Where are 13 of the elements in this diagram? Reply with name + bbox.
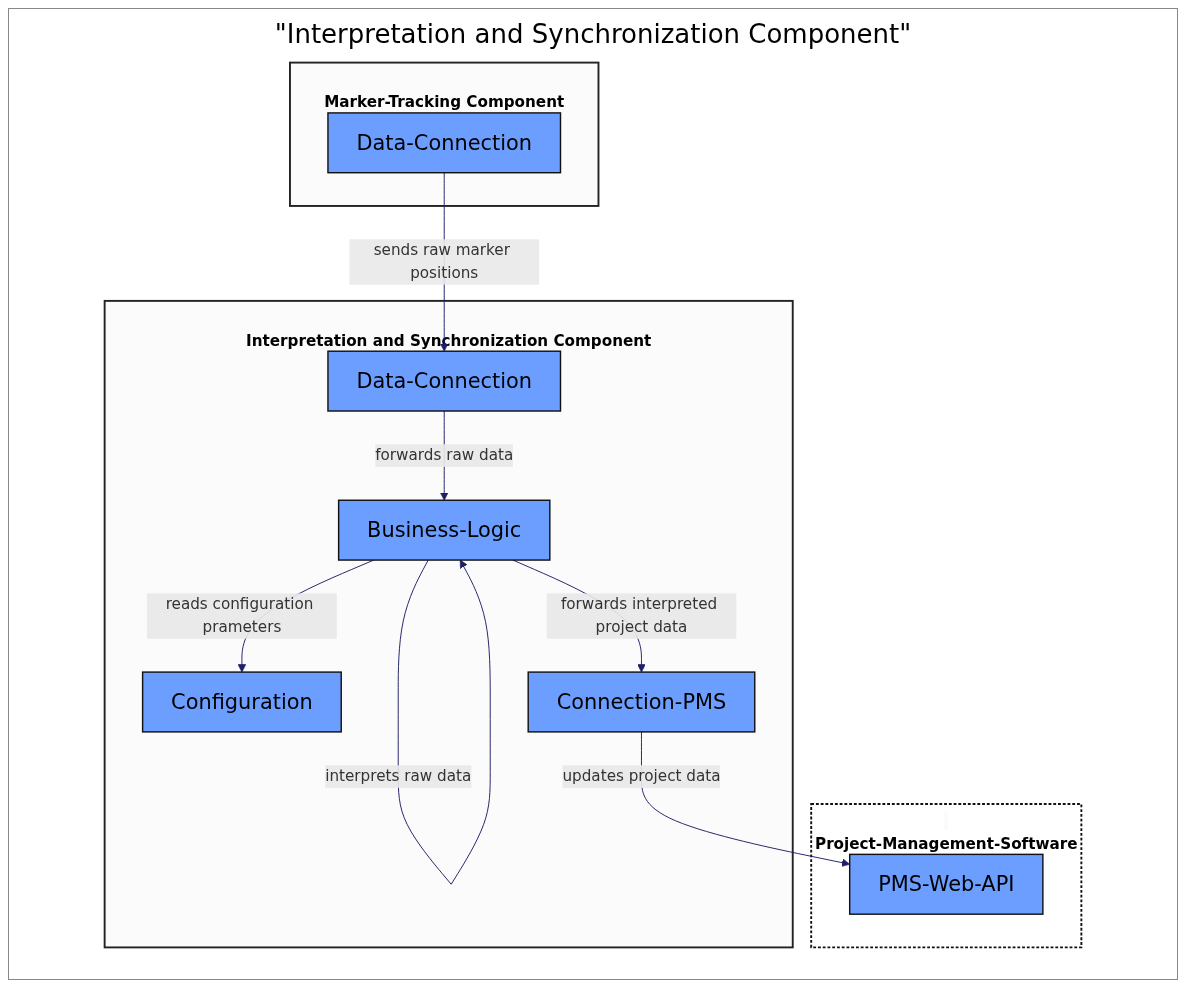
node-box: PMS-Web-API xyxy=(849,853,1044,915)
edge-label: sends raw marker positions xyxy=(373,241,510,282)
node-box: Connection-PMS xyxy=(527,671,756,733)
edge-label: reads configuration prameters xyxy=(165,595,314,637)
diagram-title: "Interpretation and Synchronization Component" xyxy=(274,19,912,49)
edge-label: interprets raw data xyxy=(325,767,472,786)
edge-label: forwards interpreted project data xyxy=(560,595,718,637)
node-box: Data-Connection xyxy=(327,112,562,174)
node-box: Configuration xyxy=(141,671,342,733)
node-box: Data-Connection xyxy=(327,350,562,412)
edge-label: updates project data xyxy=(562,767,721,786)
node-box: Business-Logic xyxy=(337,499,551,561)
edge-label: forwards raw data xyxy=(375,446,514,465)
